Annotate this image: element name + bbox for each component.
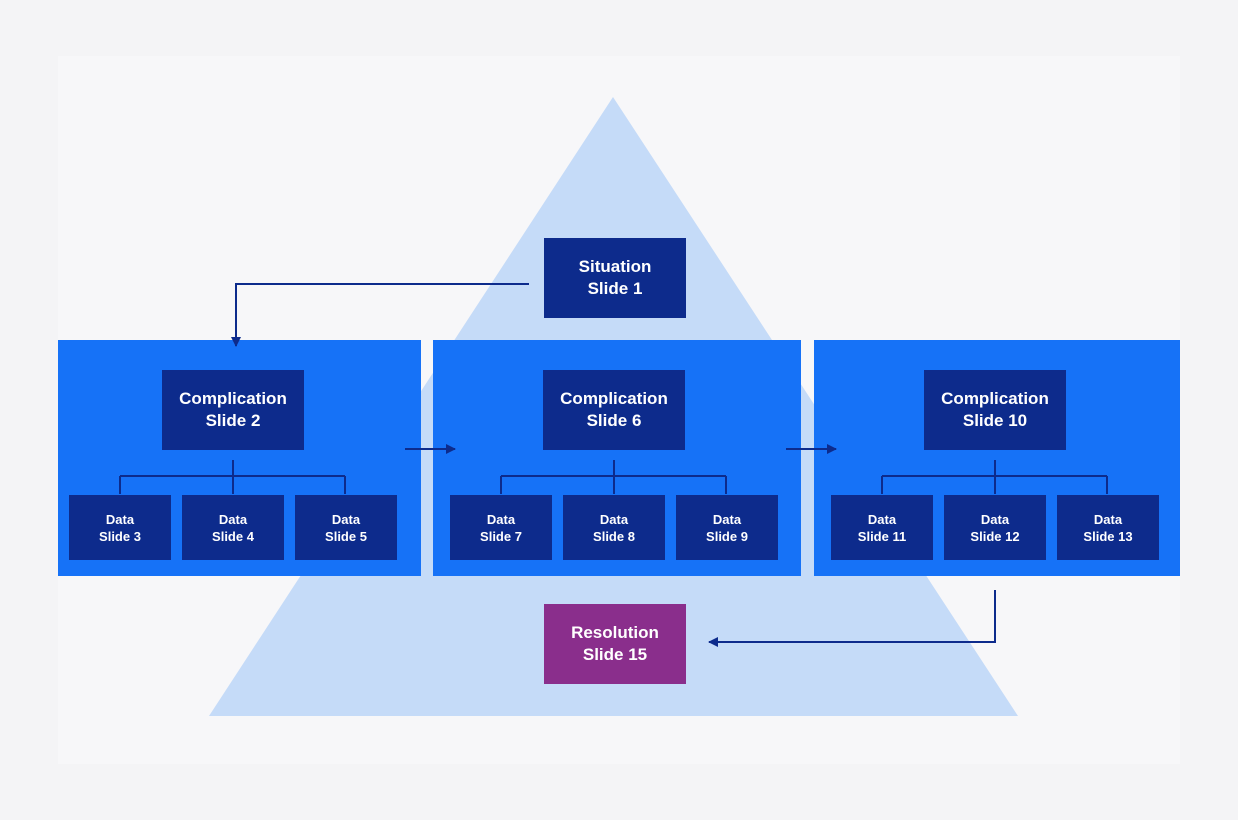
- data-slide: Slide 11: [857, 528, 907, 544]
- complication-title: Complication: [941, 389, 1049, 408]
- complication-slide: Slide 10: [962, 411, 1028, 430]
- situation-slide: Slide 1: [587, 279, 643, 298]
- data-title: Data: [486, 511, 516, 527]
- complication-node-3: Complication Slide 10: [924, 370, 1066, 450]
- complication-to-resolution-arrow: [708, 590, 996, 647]
- data-node: Data Slide 5: [295, 495, 397, 560]
- data-title: Data: [980, 511, 1010, 527]
- resolution-title: Resolution: [571, 623, 659, 642]
- data-slide: Slide 5: [325, 528, 367, 544]
- data-slide: Slide 8: [593, 528, 635, 544]
- data-node: Data Slide 9: [676, 495, 778, 560]
- data-node: Data Slide 13: [1057, 495, 1159, 560]
- tree-lines-group-2: [500, 460, 727, 494]
- situation-to-complication-arrow: [231, 283, 529, 347]
- situation-node: Situation Slide 1: [544, 238, 686, 318]
- resolution-node: Resolution Slide 15: [544, 604, 686, 684]
- complication-node-2: Complication Slide 6: [543, 370, 685, 450]
- tree-lines-group-3: [881, 460, 1108, 494]
- data-slide: Slide 4: [212, 528, 254, 544]
- data-title: Data: [712, 511, 742, 527]
- situation-title: Situation: [578, 257, 652, 276]
- data-slide: Slide 7: [480, 528, 522, 544]
- data-slide: Slide 13: [1083, 528, 1133, 544]
- data-node: Data Slide 12: [944, 495, 1046, 560]
- data-title: Data: [867, 511, 897, 527]
- complication-node-1: Complication Slide 2: [162, 370, 304, 450]
- complication-title: Complication: [179, 389, 287, 408]
- data-node: Data Slide 11: [831, 495, 933, 560]
- data-title: Data: [331, 511, 361, 527]
- data-node: Data Slide 4: [182, 495, 284, 560]
- data-node: Data Slide 7: [450, 495, 552, 560]
- data-title: Data: [105, 511, 135, 527]
- data-slide: Slide 9: [706, 528, 748, 544]
- data-slide: Slide 12: [970, 528, 1020, 544]
- data-slide: Slide 3: [99, 528, 141, 544]
- data-title: Data: [599, 511, 629, 527]
- data-title: Data: [1093, 511, 1123, 527]
- tree-lines-group-1: [119, 460, 346, 494]
- complication-slide: Slide 6: [586, 411, 642, 430]
- resolution-slide: Slide 15: [582, 645, 648, 664]
- data-node: Data Slide 8: [563, 495, 665, 560]
- data-node: Data Slide 3: [69, 495, 171, 560]
- complication-slide: Slide 2: [205, 411, 261, 430]
- data-title: Data: [218, 511, 248, 527]
- complication-title: Complication: [560, 389, 668, 408]
